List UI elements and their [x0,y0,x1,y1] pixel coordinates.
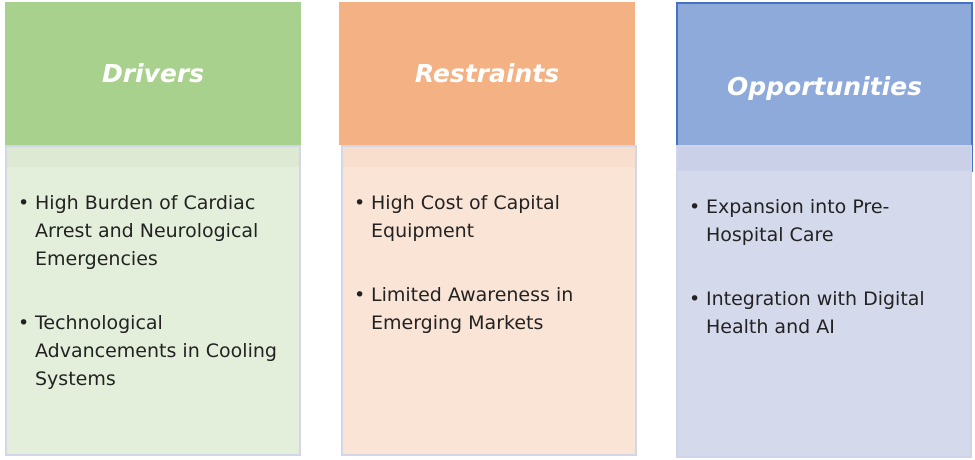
restraints-list: High Cost of Capital Equipment Limited A… [343,167,635,337]
list-item: Expansion into Pre-Hospital Care [689,193,960,249]
list-item: High Burden of Cardiac Arrest and Neurol… [18,189,289,273]
opportunities-title: Opportunities [726,72,923,101]
drivers-header: Drivers [5,2,301,145]
opportunities-list: Expansion into Pre-Hospital Care Integra… [678,171,970,341]
list-item: Technological Advancements in Cooling Sy… [18,309,289,393]
drivers-title: Drivers [101,59,205,88]
opportunities-header: Opportunities [676,2,973,172]
restraints-header: Restraints [339,2,635,145]
list-item: High Cost of Capital Equipment [354,189,625,245]
list-item: Integration with Digital Health and AI [689,285,960,341]
drivers-list: High Burden of Cardiac Arrest and Neurol… [7,167,299,393]
restraints-body: High Cost of Capital Equipment Limited A… [341,145,637,456]
drivers-body: High Burden of Cardiac Arrest and Neurol… [5,145,301,456]
restraints-title: Restraints [414,59,560,88]
opportunities-body: Expansion into Pre-Hospital Care Integra… [676,145,972,458]
list-item: Limited Awareness in Emerging Markets [354,281,625,337]
